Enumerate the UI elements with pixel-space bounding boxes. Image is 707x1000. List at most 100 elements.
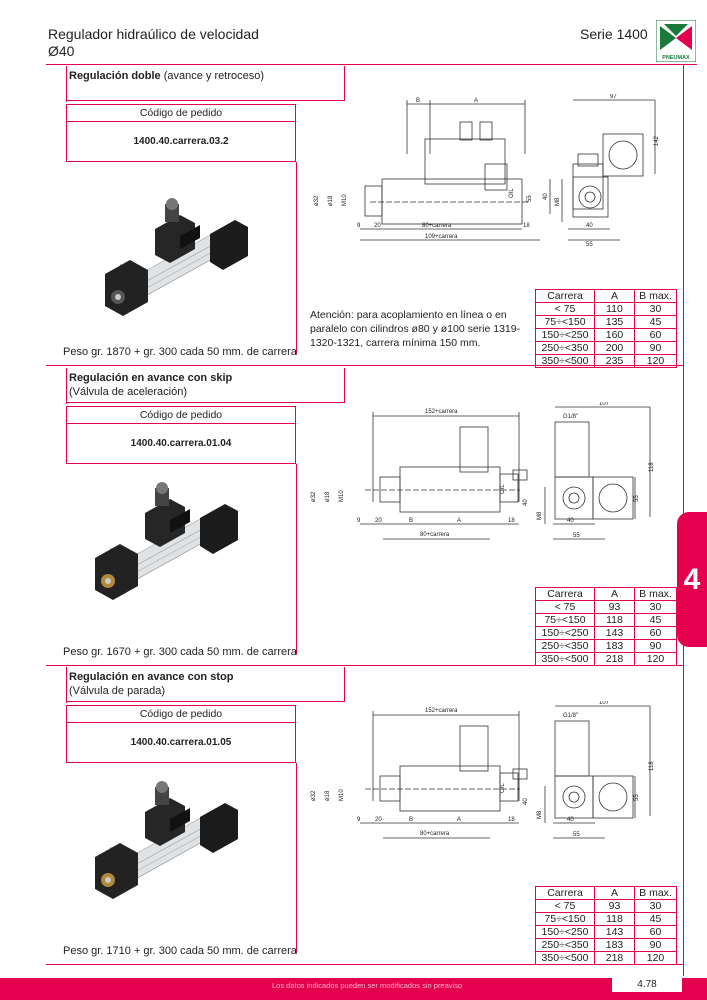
table-cell: 60 bbox=[634, 925, 677, 939]
table-cell: 218 bbox=[594, 652, 635, 666]
section-title-rule bbox=[66, 368, 67, 404]
dim-9: 9 bbox=[357, 817, 361, 823]
dim-9: 9 bbox=[357, 223, 361, 229]
dim-55v: 55 bbox=[634, 794, 640, 801]
section-title-rule bbox=[66, 66, 67, 102]
order-code-box bbox=[66, 406, 296, 464]
table-cell: < 75 bbox=[535, 600, 595, 614]
page-title: Regulador hidraúlico de velocidad Ø40 bbox=[48, 26, 259, 59]
table-cell: 250÷<350 bbox=[535, 938, 595, 952]
logo-text: PNEUMAX bbox=[662, 55, 690, 61]
section-left-rule bbox=[296, 162, 297, 354]
dim-M10: M10 bbox=[342, 194, 348, 206]
order-code-label: Código de pedido bbox=[139, 107, 223, 119]
order-code-label: Código de pedido bbox=[139, 409, 223, 421]
dim-55h: 55 bbox=[586, 242, 593, 248]
order-code-box bbox=[66, 104, 296, 162]
section-divider bbox=[46, 665, 683, 666]
page-number: 4.78 bbox=[612, 978, 682, 992]
dim-stroke152: 152+carrera bbox=[425, 409, 458, 415]
dim-18: 18 bbox=[508, 817, 515, 823]
product-image bbox=[100, 194, 250, 339]
table-cell: 200 bbox=[594, 341, 635, 355]
dim-M8: M8 bbox=[555, 197, 561, 206]
weight-text: Peso gr. 1870 + gr. 300 cada 50 mm. de c… bbox=[63, 346, 297, 358]
table-cell: 120 bbox=[634, 951, 677, 965]
section-divider bbox=[46, 365, 683, 366]
dim-M10: M10 bbox=[339, 789, 345, 801]
dim-B: B bbox=[416, 98, 420, 104]
dim-M8: M8 bbox=[537, 810, 543, 819]
table-cell: 120 bbox=[634, 354, 677, 368]
dim-55v: 55 bbox=[527, 195, 533, 202]
dim-40v: 40 bbox=[523, 798, 529, 805]
table-cell: < 75 bbox=[535, 302, 595, 316]
dim-20: 20 bbox=[375, 518, 382, 524]
table-cell: 45 bbox=[634, 613, 677, 627]
order-code: 1400.40.carrera.03.2 bbox=[133, 136, 229, 147]
table-cell: 93 bbox=[594, 899, 635, 913]
dim-stroke109: 109+carrera bbox=[425, 234, 458, 240]
chapter-tab: 4 bbox=[677, 512, 707, 647]
table-cell: 110 bbox=[594, 302, 635, 316]
footer-note: Los datos indicados pueden ser modificad… bbox=[272, 981, 463, 990]
header-divider bbox=[46, 64, 697, 65]
dim-A: A bbox=[474, 98, 478, 104]
table-cell: 118 bbox=[594, 912, 635, 926]
dim-M10: M10 bbox=[339, 490, 345, 502]
oil-label: OIL bbox=[509, 188, 515, 198]
table-cell: 30 bbox=[634, 899, 677, 913]
table-cell: 160 bbox=[594, 328, 635, 342]
dim-107: 107 bbox=[599, 402, 610, 407]
order-code: 1400.40.carrera.01.05 bbox=[130, 737, 232, 748]
section-title-rule bbox=[344, 368, 345, 403]
section-title-rule bbox=[66, 667, 67, 703]
table-cell: 118 bbox=[594, 613, 635, 627]
dim-118: 118 bbox=[649, 761, 655, 771]
section-title-rule bbox=[66, 100, 344, 101]
order-code-divider bbox=[66, 121, 296, 122]
table-cell: 75÷<150 bbox=[535, 613, 595, 627]
oil-label: OIL bbox=[500, 783, 506, 793]
table-cell: 250÷<350 bbox=[535, 341, 595, 355]
section-title-rule bbox=[344, 66, 345, 101]
dim-M8: M8 bbox=[537, 511, 543, 520]
dim-G18: G1/8" bbox=[563, 713, 578, 719]
brand-logo: PNEUMAX bbox=[655, 19, 697, 63]
product-image bbox=[90, 777, 240, 922]
table-cell: 150÷<250 bbox=[535, 328, 595, 342]
section-title: Regulación doble (avance y retroceso) bbox=[69, 70, 265, 82]
table-cell: 60 bbox=[634, 626, 677, 640]
dim-55v: 55 bbox=[634, 495, 640, 502]
dim-55h: 55 bbox=[573, 533, 580, 539]
dim-40v: 40 bbox=[523, 499, 529, 506]
order-code: 1400.40.carrera.01.04 bbox=[130, 438, 232, 449]
dim-B: B bbox=[409, 817, 413, 823]
dim-40h: 40 bbox=[567, 518, 574, 524]
dim-40v: 40 bbox=[543, 193, 549, 200]
table-header: A bbox=[594, 587, 635, 601]
table-header: Carrera bbox=[535, 587, 595, 601]
table-cell: < 75 bbox=[535, 899, 595, 913]
dim-phi18: ø18 bbox=[325, 790, 331, 801]
table-cell: 45 bbox=[634, 912, 677, 926]
dim-G18: G1/8" bbox=[563, 414, 578, 420]
table-header: A bbox=[594, 289, 635, 303]
dim-9: 9 bbox=[357, 518, 361, 524]
table-cell: 93 bbox=[594, 600, 635, 614]
table-cell: 150÷<250 bbox=[535, 925, 595, 939]
table-cell: 183 bbox=[594, 938, 635, 952]
oil-label: OIL bbox=[500, 484, 506, 494]
table-cell: 250÷<350 bbox=[535, 639, 595, 653]
table-cell: 218 bbox=[594, 951, 635, 965]
table-cell: 235 bbox=[594, 354, 635, 368]
